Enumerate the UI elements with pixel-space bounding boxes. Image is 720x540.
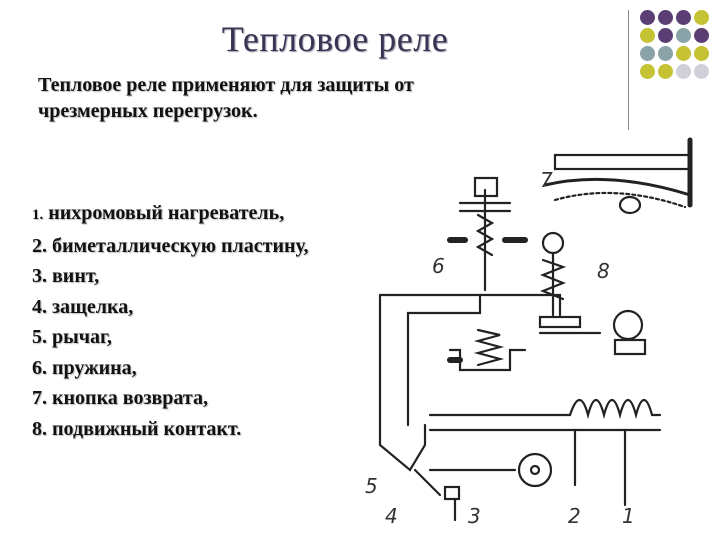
decor-dot	[694, 46, 709, 61]
reset-button	[541, 231, 565, 255]
list-item: 3. винт,	[32, 265, 100, 287]
bimetal-plate	[543, 177, 692, 197]
label-6: 6	[432, 254, 445, 278]
list-item: 1. нихромовый нагреватель,	[32, 202, 285, 224]
decor-dot	[640, 46, 655, 61]
label-5: 5	[365, 474, 378, 498]
label-8: 8	[597, 259, 610, 283]
decor-dot	[640, 64, 655, 79]
decor-dots	[640, 10, 709, 79]
decor-dot	[676, 46, 691, 61]
list-item: 6. пружина,	[32, 356, 137, 379]
lever	[378, 293, 427, 472]
list-item: 7. кнопка возврата,	[32, 387, 208, 409]
decor-dot	[676, 28, 691, 43]
thermal-relay-diagram: 1 2 3 4 5 6 7 8	[365, 137, 693, 528]
list-item: 2. биметаллическую пластину,	[32, 234, 309, 257]
decor-dot	[658, 64, 673, 79]
decor-dot	[694, 64, 709, 79]
intro-line-2: чрезмерных перегрузок.	[38, 100, 258, 122]
label-3: 3	[468, 504, 481, 528]
decor-dot	[694, 10, 709, 25]
label-4: 4	[385, 504, 398, 528]
decor-dot	[676, 10, 691, 25]
decor-dot	[694, 28, 709, 43]
decor-dot	[676, 64, 691, 79]
latch	[378, 293, 482, 427]
heater	[428, 398, 662, 420]
page-title: Тепловое реле	[221, 19, 449, 59]
intro-line-1: Тепловое реле применяют для защиты от	[38, 74, 414, 96]
label-7: 7	[540, 168, 553, 192]
list-item: 5. рычаг,	[32, 326, 112, 348]
decor-divider	[628, 10, 629, 130]
top-bracket	[553, 153, 692, 171]
component-list: 1. нихромовый нагреватель, 2. биметаллич…	[32, 198, 309, 444]
label-2: 2	[568, 504, 581, 528]
list-item: 8. подвижный контакт.	[32, 417, 242, 440]
moving-contact	[538, 315, 582, 329]
decor-dot	[658, 10, 673, 25]
spring	[473, 328, 505, 367]
intro-text: Тепловое реле применяют для защиты от чр…	[38, 72, 518, 124]
decor-dot	[658, 28, 673, 43]
label-1: 1	[622, 504, 635, 528]
decor-dot	[640, 28, 655, 43]
list-item: 4. защелка,	[32, 295, 134, 318]
decor-dot	[658, 46, 673, 61]
decor-dot	[640, 10, 655, 25]
